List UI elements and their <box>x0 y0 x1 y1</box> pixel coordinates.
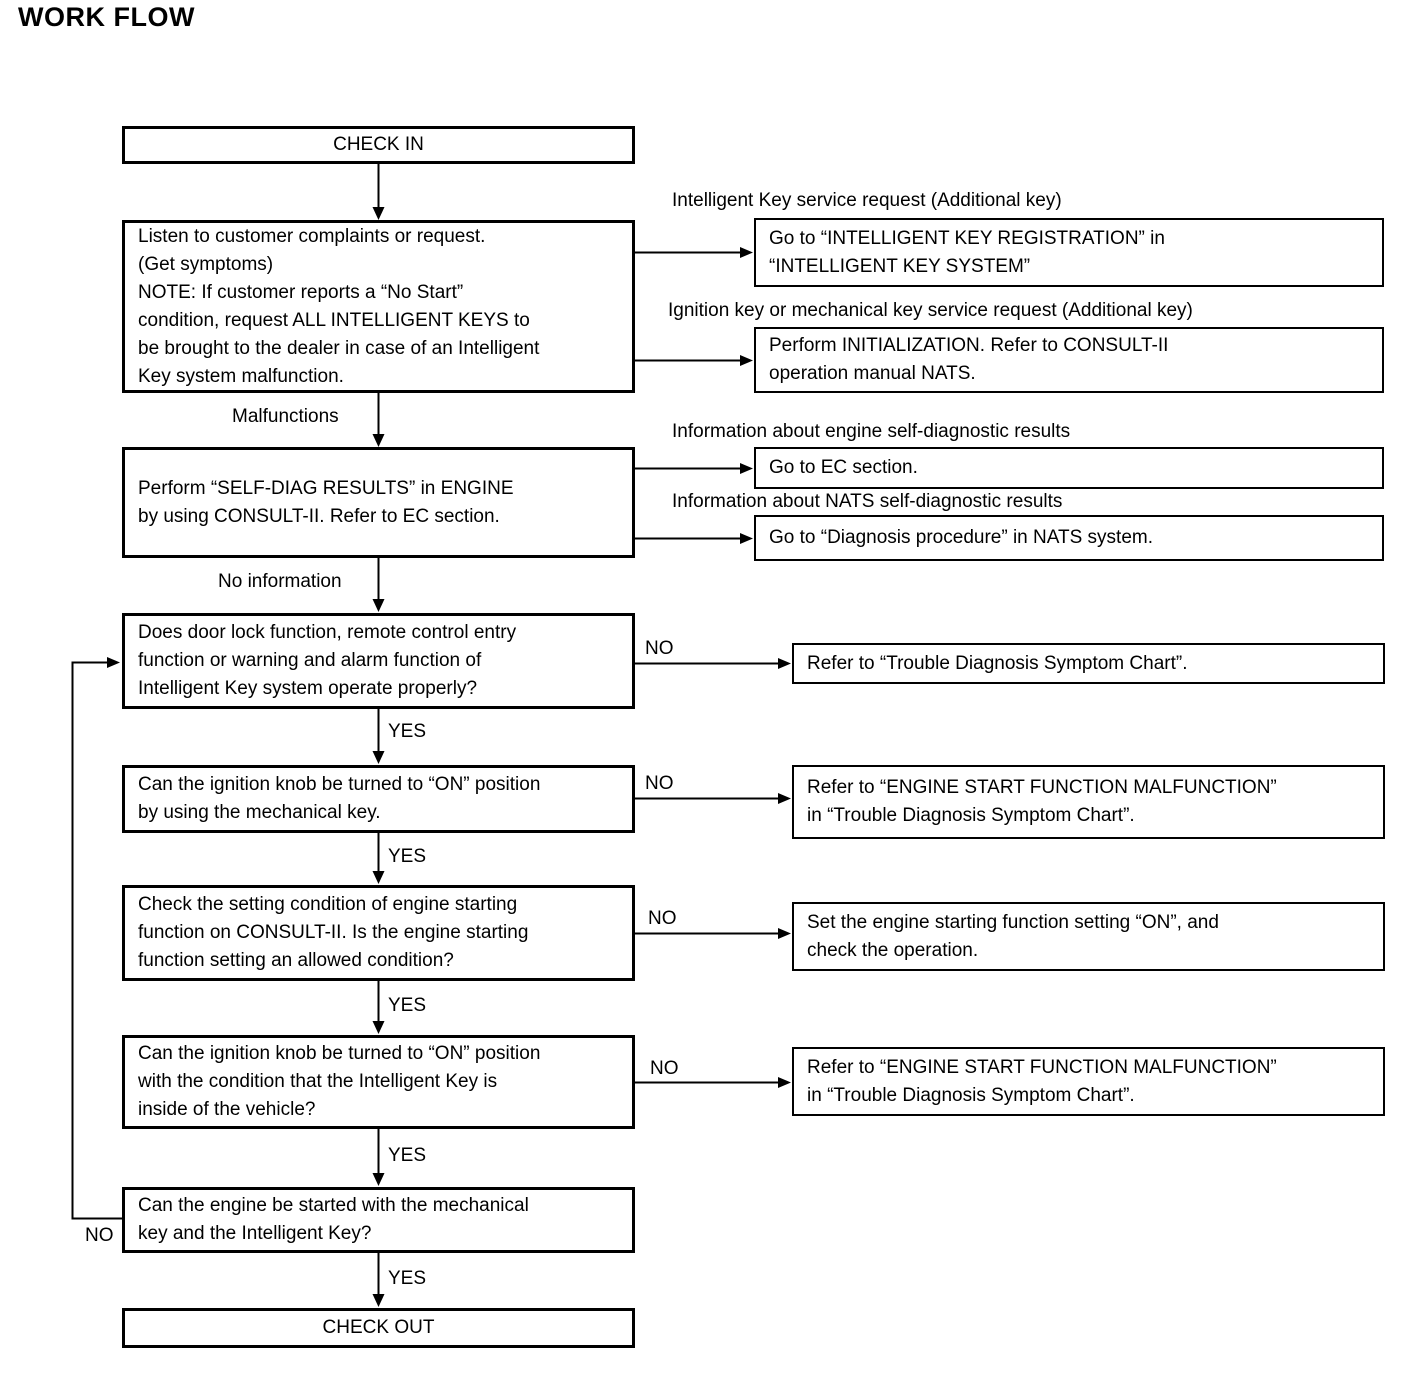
connector-inside-no <box>635 1077 791 1088</box>
edge-label-yes-2: YES <box>388 846 427 867</box>
connector-selfdiag-doorlock <box>372 558 385 612</box>
node-engine-start-malfunction-1-text: Refer to “ENGINE START FUNCTION MALFUNCT… <box>807 777 1277 826</box>
node-initialization-text: Perform INITIALIZATION. Refer to CONSULT… <box>769 335 1169 384</box>
connector-enginestart-checkout <box>372 1253 385 1307</box>
node-engine-start-malfunction-2-text: Refer to “ENGINE START FUNCTION MALFUNCT… <box>807 1056 1277 1106</box>
node-self-diag: Perform “SELF-DIAG RESULTS” in ENGINE by… <box>122 447 635 558</box>
node-check-in-label: CHECK IN <box>333 134 424 155</box>
node-engine-start-question-text: Can the engine be started with the mecha… <box>138 1195 529 1244</box>
node-symptom-chart: Refer to “Trouble Diagnosis Symptom Char… <box>792 643 1385 684</box>
node-key-registration: Go to “INTELLIGENT KEY REGISTRATION” in … <box>754 218 1384 287</box>
node-ignition-mechanical-question: Can the ignition knob be turned to “ON” … <box>122 765 635 833</box>
node-set-function-on: Set the engine starting function setting… <box>792 902 1385 971</box>
edge-label-yes-3: YES <box>388 995 427 1016</box>
node-engine-start-question: Can the engine be started with the mecha… <box>122 1187 635 1253</box>
node-key-registration-text: Go to “INTELLIGENT KEY REGISTRATION” in … <box>769 227 1165 277</box>
connector-no-feedback-loop <box>71 657 122 1220</box>
edge-label-no-information: No information <box>218 571 342 592</box>
connector-ignition-no <box>635 793 791 804</box>
node-listen-complaints-text: Listen to customer complaints or request… <box>138 225 540 387</box>
edge-label-yes-4: YES <box>388 1145 427 1166</box>
label-ignition-key-service: Ignition key or mechanical key service r… <box>668 300 1193 321</box>
label-intelligent-key-service: Intelligent Key service request (Additio… <box>672 190 1062 211</box>
connector-doorlock-ignition <box>372 709 385 764</box>
node-ignition-inside-question-text: Can the ignition knob be turned to “ON” … <box>138 1043 541 1120</box>
node-nats-procedure: Go to “Diagnosis procedure” in NATS syst… <box>754 515 1384 561</box>
node-check-out-label: CHECK OUT <box>322 1317 435 1338</box>
node-door-lock-question-text: Does door lock function, remote control … <box>138 622 517 699</box>
node-check-in: CHECK IN <box>122 126 635 164</box>
node-nats-procedure-text: Go to “Diagnosis procedure” in NATS syst… <box>769 527 1154 548</box>
edge-label-yes-5: YES <box>388 1268 427 1289</box>
edge-label-no-3: NO <box>648 908 677 929</box>
connector-inside-enginestart <box>372 1129 385 1186</box>
connector-setting-inside <box>372 981 385 1034</box>
connector-ignition-setting <box>372 833 385 884</box>
node-door-lock-question: Does door lock function, remote control … <box>122 613 635 709</box>
label-engine-self-diagnostic: Information about engine self-diagnostic… <box>672 421 1071 442</box>
node-self-diag-text: Perform “SELF-DIAG RESULTS” in ENGINE by… <box>138 477 514 527</box>
node-ec-section-text: Go to EC section. <box>769 457 918 478</box>
node-engine-start-malfunction-2: Refer to “ENGINE START FUNCTION MALFUNCT… <box>792 1047 1385 1116</box>
connector-checkin-listen <box>372 164 385 220</box>
connector-selfdiag-nats <box>635 533 753 544</box>
node-listen-complaints: Listen to customer complaints or request… <box>122 220 635 393</box>
page-title: WORK FLOW <box>18 2 195 32</box>
node-ec-section: Go to EC section. <box>754 447 1384 489</box>
node-ignition-inside-question: Can the ignition knob be turned to “ON” … <box>122 1035 635 1129</box>
connector-doorlock-no <box>635 658 791 669</box>
edge-label-no-1: NO <box>645 638 674 659</box>
node-setting-condition-question-text: Check the setting condition of engine st… <box>138 894 529 971</box>
edge-label-no-feedback: NO <box>85 1225 114 1246</box>
connector-listen-initialization <box>635 355 753 366</box>
node-ignition-mechanical-question-text: Can the ignition knob be turned to “ON” … <box>138 774 541 823</box>
edge-label-no-4: NO <box>650 1058 679 1079</box>
connector-listen-selfdiag <box>372 393 385 447</box>
node-engine-start-malfunction-1: Refer to “ENGINE START FUNCTION MALFUNCT… <box>792 765 1385 839</box>
connector-setting-no <box>635 928 791 939</box>
node-initialization: Perform INITIALIZATION. Refer to CONSULT… <box>754 327 1384 393</box>
connector-listen-registration <box>635 247 753 258</box>
label-nats-self-diagnostic: Information about NATS self-diagnostic r… <box>672 491 1063 512</box>
node-symptom-chart-text: Refer to “Trouble Diagnosis Symptom Char… <box>807 652 1188 674</box>
edge-label-yes-1: YES <box>388 721 427 742</box>
connector-selfdiag-ec <box>635 463 753 474</box>
node-check-out: CHECK OUT <box>122 1308 635 1348</box>
edge-label-malfunctions: Malfunctions <box>232 406 339 427</box>
node-setting-condition-question: Check the setting condition of engine st… <box>122 885 635 981</box>
node-set-function-on-text: Set the engine starting function setting… <box>807 911 1219 961</box>
edge-label-no-2: NO <box>645 773 674 794</box>
